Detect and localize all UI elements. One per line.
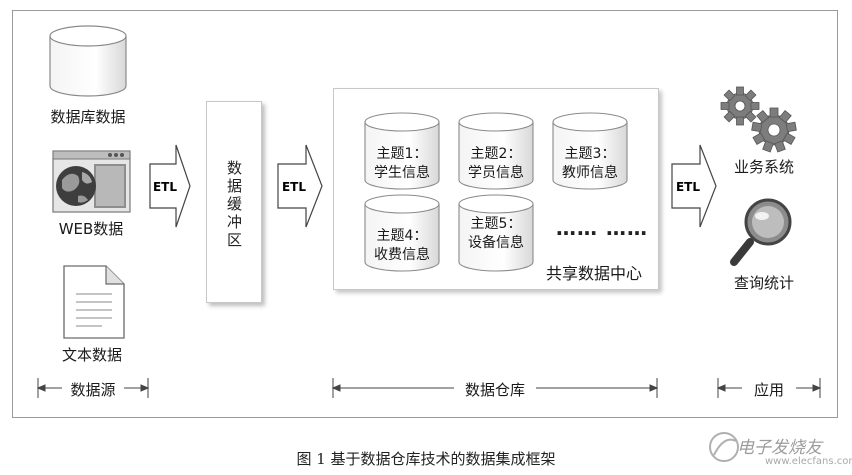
more-topics-ellipsis: …… …… — [556, 216, 648, 240]
web-source-label: WEB数据 — [58, 220, 124, 238]
topic-cylinder-icon — [458, 194, 534, 272]
section-warehouse-label: 数据仓库 — [464, 381, 525, 399]
section-application-label: 应用 — [753, 381, 784, 399]
topic-cylinder-icon — [552, 112, 628, 190]
etl-label-1: ETL — [153, 180, 177, 194]
section-data-source-label: 数据源 — [70, 381, 116, 399]
topic-4-title: 主题4： — [376, 228, 428, 244]
topic-3-title: 主题3： — [564, 146, 616, 162]
web-browser-globe-icon — [52, 150, 131, 213]
topic-3-name: 教师信息 — [562, 165, 618, 181]
watermark-logo-icon — [709, 432, 739, 462]
topic-1-title: 主题1： — [376, 146, 428, 162]
gears-icon — [720, 86, 797, 153]
database-cylinder-icon — [49, 25, 127, 97]
topic-1-name: 学生信息 — [374, 165, 430, 181]
watermark-url: www.elecfans.com — [765, 456, 852, 467]
watermark-text: 电子发烧友 — [737, 438, 822, 458]
buffer-label: 数据缓冲区 — [225, 160, 243, 250]
topic-cylinder-icon — [364, 194, 440, 272]
text-document-icon — [63, 265, 125, 339]
text-source-label: 文本数据 — [61, 346, 122, 364]
topic-4-name: 收费信息 — [374, 247, 430, 263]
topic-2-title: 主题2： — [470, 146, 522, 162]
data-buffer-box: 数据缓冲区 — [206, 101, 262, 303]
figure-caption: 图 1 基于数据仓库技术的数据集成框架 — [296, 450, 556, 468]
etl-arrow-icon: ETL — [149, 144, 191, 228]
etl-label-3: ETL — [676, 180, 700, 194]
query-statistics-label: 查询统计 — [733, 274, 794, 292]
topic-cylinder-icon — [364, 112, 440, 190]
topic-cylinder-icon — [458, 112, 534, 190]
topic-2-name: 学员信息 — [468, 165, 524, 181]
database-source-label: 数据库数据 — [50, 108, 126, 126]
business-system-label: 业务系统 — [733, 158, 794, 176]
etl-label-2: ETL — [282, 180, 306, 194]
etl-arrow-icon: ETL — [671, 144, 717, 228]
topic-5-title: 主题5： — [470, 216, 522, 232]
shared-data-center-label: 共享数据中心 — [545, 264, 642, 283]
topic-5-name: 设备信息 — [468, 235, 524, 251]
etl-arrow-icon: ETL — [277, 144, 323, 228]
section-brackets — [36, 378, 822, 398]
magnifier-icon — [730, 198, 792, 266]
